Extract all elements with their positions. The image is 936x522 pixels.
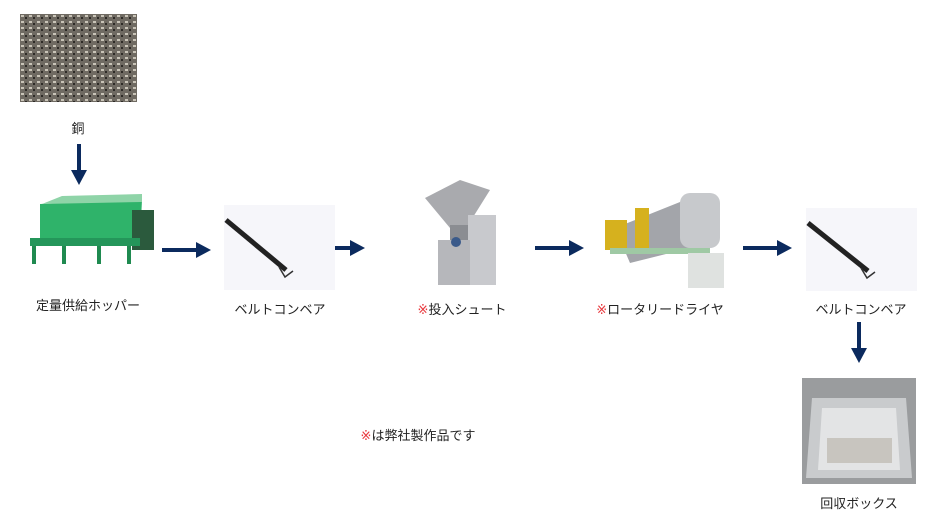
arrow-right-icon [743, 240, 792, 256]
step-label-rotary-dryer: ※ロータリードライヤ [596, 303, 724, 318]
rotary-dryer-image [605, 193, 724, 288]
input-label: 銅 [71, 122, 85, 137]
arrow-right-icon [535, 240, 584, 256]
hopper-image [30, 194, 154, 264]
chute-image [425, 180, 496, 285]
arrow-right-icon [162, 242, 211, 258]
step-label-chute: ※投入シュート [417, 303, 507, 318]
step-label-belt-conveyor-2: ベルトコンベア [815, 303, 907, 318]
copper-scrap-image [20, 14, 137, 102]
note: ※は弊社製作品です [360, 429, 476, 444]
collection-box-image [802, 378, 916, 484]
belt-conveyor-image [806, 208, 917, 291]
arrow-down-icon [71, 144, 87, 185]
step-label-hopper: 定量供給ホッパー [35, 299, 141, 314]
step-label-collection-box: 回収ボックス [820, 497, 898, 512]
belt-conveyor-image [224, 205, 335, 290]
arrow-down-icon [851, 322, 867, 363]
step-label-belt-conveyor-1: ベルトコンベア [234, 303, 326, 318]
